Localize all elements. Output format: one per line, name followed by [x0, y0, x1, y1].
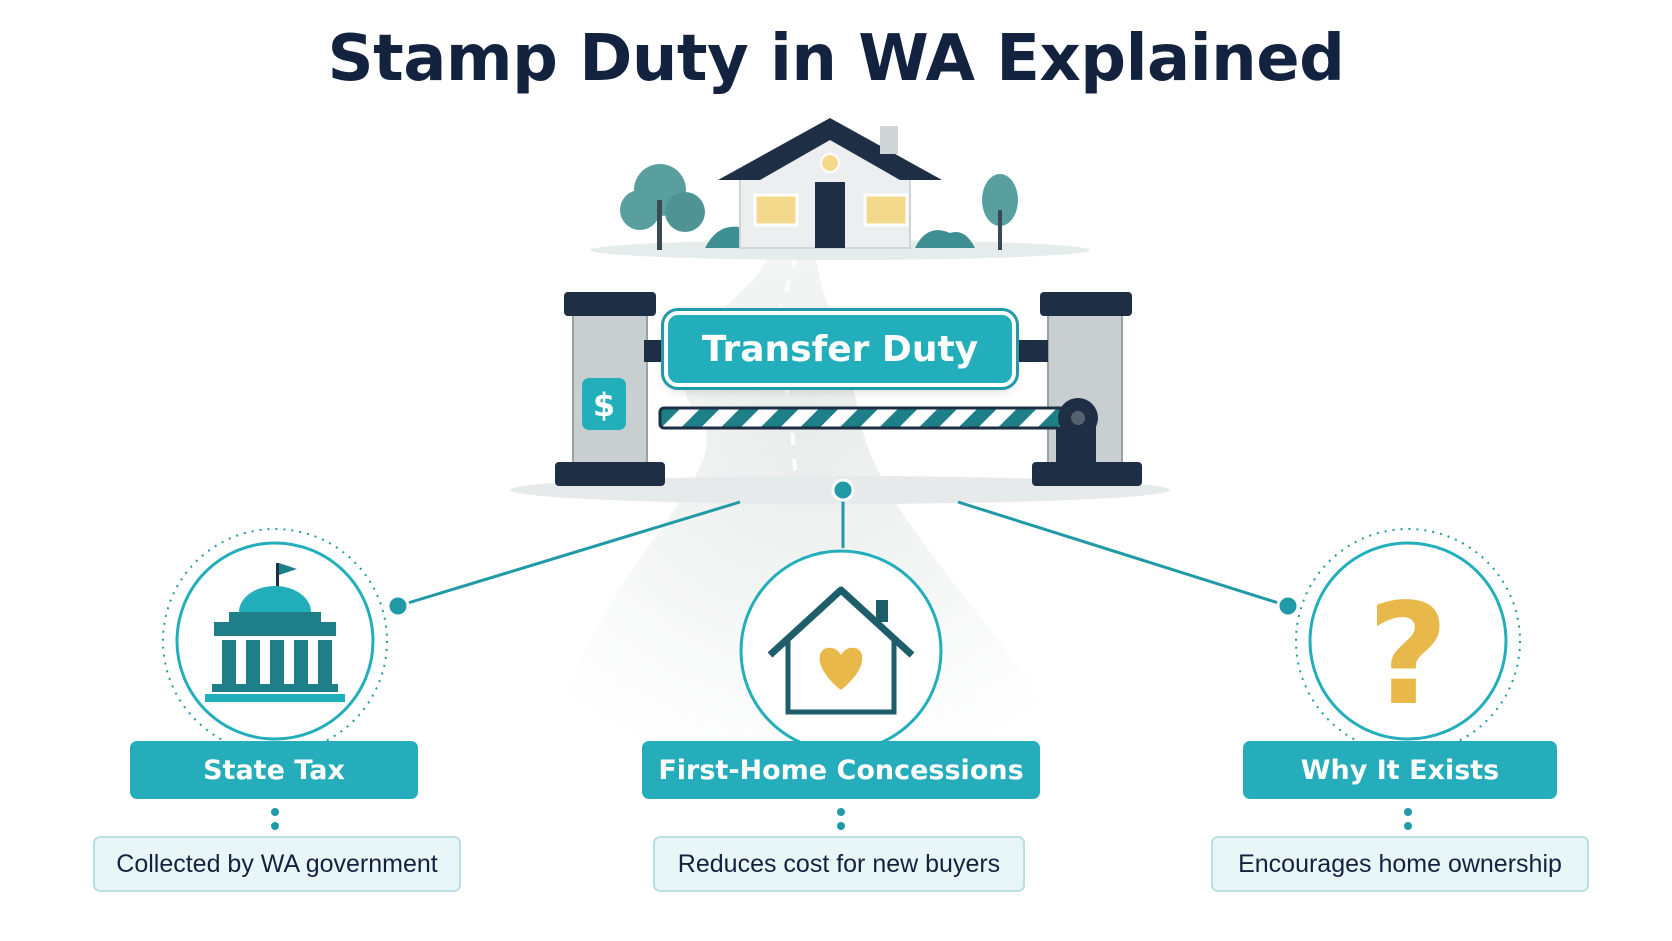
house-heart-icon — [767, 586, 915, 715]
state-tax-description: Collected by WA government — [93, 836, 461, 892]
why-it-exists-label: Why It Exists — [1243, 741, 1557, 799]
dollar-sign-icon — [582, 378, 626, 430]
toll-gate: $ — [510, 292, 1170, 504]
icon-circle-first-home — [739, 549, 943, 753]
transfer-duty-sign: Transfer Duty — [664, 311, 1016, 387]
dollar-symbol: $ — [593, 386, 615, 424]
first-home-concessions-label: First-Home Concessions — [642, 741, 1040, 799]
question-mark-icon: ? — [1367, 574, 1448, 737]
connector-node — [1276, 594, 1300, 618]
icon-circle-why-it-exists: ? — [1295, 528, 1521, 754]
connector-node — [386, 594, 410, 618]
road — [540, 250, 1080, 760]
connector-line-left — [397, 500, 741, 608]
house-illustration — [590, 118, 1090, 260]
state-tax-label: State Tax — [130, 741, 418, 799]
label-connectors — [271, 808, 1412, 830]
why-it-exists-description: Encourages home ownership — [1211, 836, 1589, 892]
first-home-concessions-description: Reduces cost for new buyers — [653, 836, 1025, 892]
connector-node — [831, 478, 855, 502]
government-building-icon — [205, 563, 345, 702]
connector-line-right — [957, 500, 1289, 608]
icon-circle-state-tax — [162, 528, 388, 754]
page-title: Stamp Duty in WA Explained — [327, 22, 1345, 96]
tree-icon — [915, 174, 1018, 250]
